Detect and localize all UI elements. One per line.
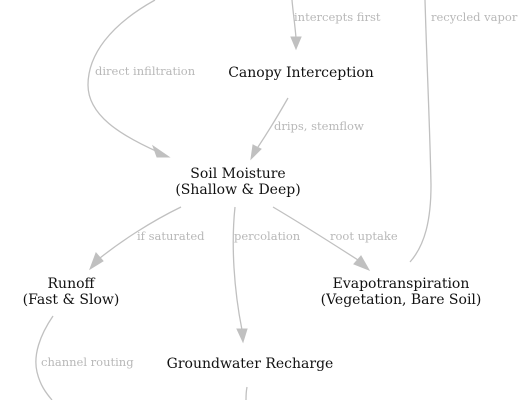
edge-if-saturated bbox=[99, 206, 182, 259]
label-if-saturated: if saturated bbox=[137, 229, 205, 243]
node-canopy-interception: Canopy Interception bbox=[228, 65, 374, 81]
label-direct-infiltration: direct infiltration bbox=[95, 64, 196, 78]
arrowhead-soil-from-canopy bbox=[250, 144, 262, 161]
edge-labels: intercepts first recycled vapor direct i… bbox=[41, 10, 518, 369]
arrowhead-evapo bbox=[353, 255, 371, 271]
edge-groundwater-out bbox=[245, 386, 248, 400]
node-soil-moisture: Soil Moisture (Shallow & Deep) bbox=[175, 166, 300, 198]
arrowhead-runoff bbox=[89, 252, 104, 271]
node-evapotranspiration: Evapotranspiration (Vegetation, Bare Soi… bbox=[321, 276, 482, 308]
edge-drips-stemflow bbox=[257, 97, 289, 148]
node-runoff-label-line1: Runoff bbox=[48, 276, 96, 292]
label-recycled-vapor: recycled vapor bbox=[431, 10, 518, 24]
arrowhead-groundwater bbox=[236, 328, 248, 344]
edge-channel-routing bbox=[35, 315, 54, 400]
label-drips-stemflow: drips, stemflow bbox=[274, 119, 364, 133]
node-evapo-label-line1: Evapotranspiration bbox=[333, 276, 470, 292]
edge-root-uptake bbox=[272, 206, 359, 261]
node-canopy-label: Canopy Interception bbox=[228, 65, 374, 81]
label-percolation: percolation bbox=[234, 229, 301, 243]
edges bbox=[35, 0, 432, 400]
node-groundwater-recharge: Groundwater Recharge bbox=[167, 356, 334, 372]
edge-percolation bbox=[232, 206, 243, 331]
node-runoff-label-line2: (Fast & Slow) bbox=[23, 292, 120, 308]
label-intercepts-first: intercepts first bbox=[294, 10, 381, 24]
label-channel-routing: channel routing bbox=[41, 355, 134, 369]
node-runoff: Runoff (Fast & Slow) bbox=[23, 276, 120, 308]
nodes: Canopy Interception Soil Moisture (Shall… bbox=[23, 65, 482, 372]
edge-intercepts-first bbox=[291, 0, 297, 39]
edge-direct-infiltration bbox=[87, 0, 159, 153]
node-soil-label-line1: Soil Moisture bbox=[190, 166, 285, 182]
node-soil-label-line2: (Shallow & Deep) bbox=[175, 182, 300, 198]
label-root-uptake: root uptake bbox=[330, 229, 398, 243]
node-evapo-label-line2: (Vegetation, Bare Soil) bbox=[321, 292, 482, 308]
node-groundwater-label: Groundwater Recharge bbox=[167, 356, 334, 372]
edge-recycled-vapor bbox=[409, 0, 432, 263]
arrowhead-soil-from-top bbox=[151, 144, 171, 158]
arrowhead-canopy bbox=[290, 36, 302, 51]
